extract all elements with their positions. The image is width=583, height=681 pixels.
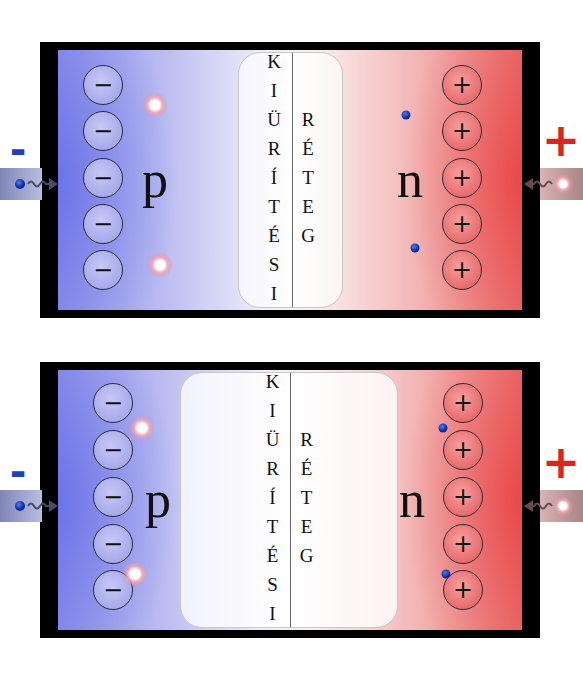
ion-charge: − [103, 530, 123, 558]
region-letter: p [145, 474, 171, 526]
ion-charge: + [453, 530, 473, 558]
acceptor-ion: − [83, 65, 123, 105]
depletion-label: RÉTEG [295, 429, 317, 574]
region-letter: p [142, 154, 168, 206]
acceptor-ion: − [83, 111, 123, 151]
donor-ion: + [442, 111, 482, 151]
donor-ion: + [443, 477, 483, 517]
ion-charge: − [93, 71, 113, 99]
ion-charge: + [452, 117, 472, 145]
depletion-label: KIÜRÍTÉSI [261, 371, 283, 632]
donor-ion: + [442, 204, 482, 244]
terminal-sign: + [542, 117, 581, 163]
acceptor-ion: − [93, 477, 133, 517]
ion-charge: + [452, 256, 472, 284]
donor-ion: + [443, 524, 483, 564]
terminal-sign: + [542, 439, 581, 485]
donor-ion: + [443, 430, 483, 470]
ion-charge: − [93, 210, 113, 238]
donor-ion: + [442, 65, 482, 105]
depletion-label: KIÜRÍTÉSI [263, 51, 285, 312]
terminal-sign: - [10, 452, 27, 492]
region-letter: n [397, 154, 423, 206]
ion-charge: − [93, 117, 113, 145]
ion-charge: + [453, 576, 473, 604]
terminal-sign: - [10, 130, 27, 170]
junction-line [290, 373, 291, 627]
ion-charge: + [452, 71, 472, 99]
donor-ion: + [443, 383, 483, 423]
acceptor-ion: − [93, 570, 133, 610]
acceptor-ion: − [83, 204, 123, 244]
ion-charge: + [453, 436, 473, 464]
acceptor-ion: − [93, 383, 133, 423]
ion-charge: − [103, 483, 123, 511]
donor-ion: + [443, 570, 483, 610]
ion-charge: − [103, 576, 123, 604]
ion-charge: − [103, 389, 123, 417]
ion-charge: + [452, 164, 472, 192]
junction-line [292, 53, 293, 307]
pn-junction-panel: pnKIÜRÍTÉSIRÉTEG−−−−−+++++ [40, 42, 540, 318]
depletion-layer: KIÜRÍTÉSIRÉTEG [238, 52, 343, 308]
ion-charge: − [93, 164, 113, 192]
ion-charge: + [452, 210, 472, 238]
ion-charge: − [93, 256, 113, 284]
region-letter: n [399, 474, 425, 526]
acceptor-ion: − [93, 524, 133, 564]
acceptor-ion: − [83, 158, 123, 198]
ion-charge: − [103, 436, 123, 464]
donor-ion: + [442, 250, 482, 290]
ion-charge: + [453, 389, 473, 417]
acceptor-ion: − [83, 250, 123, 290]
depletion-layer: KIÜRÍTÉSIRÉTEG [180, 372, 398, 628]
acceptor-ion: − [93, 430, 133, 470]
donor-ion: + [442, 158, 482, 198]
ion-charge: + [453, 483, 473, 511]
depletion-label: RÉTEG [297, 109, 319, 254]
pn-junction-panel: pnKIÜRÍTÉSIRÉTEG−−−−−+++++ [40, 362, 540, 638]
